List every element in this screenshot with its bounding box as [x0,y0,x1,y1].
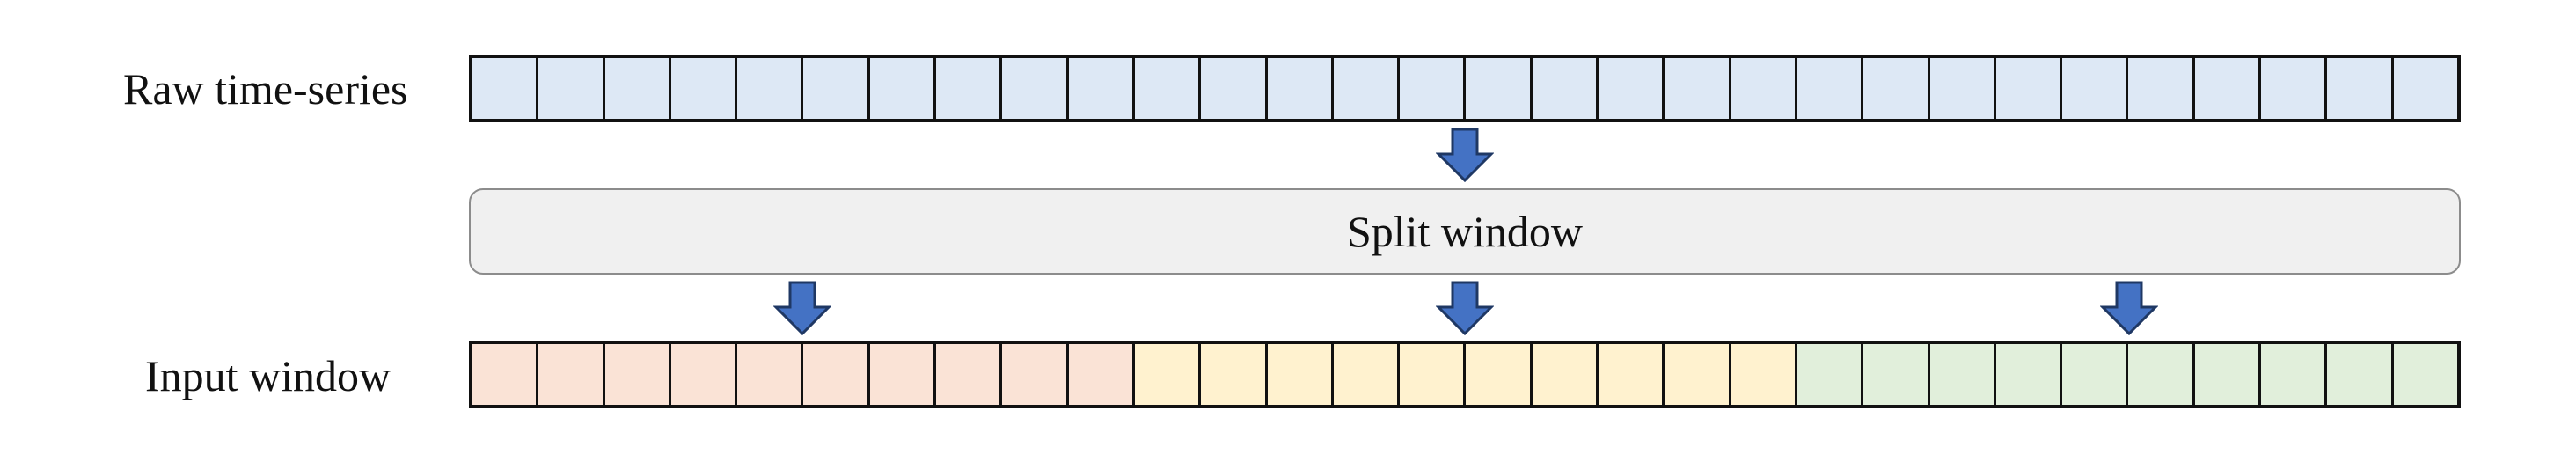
input-window-cell-segment-2 [1599,344,1665,405]
raw-series-cell [1532,58,1599,119]
raw-series-cell [538,58,605,119]
raw-time-series-strip [469,55,2461,122]
raw-series-cell [1267,58,1334,119]
raw-series-cell [670,58,738,119]
raw-series-cell [2261,58,2328,119]
input-window-label: Input window [145,351,392,400]
input-window-cell-segment-3 [2062,344,2129,405]
input-window-cell-segment-3 [1863,344,1930,405]
input-window-cell-segment-2 [1532,344,1599,405]
raw-series-cell [2194,58,2262,119]
raw-series-cell [803,58,870,119]
input-window-cell-segment-2 [1400,344,1467,405]
input-window-cell-segment-1 [538,344,605,405]
input-window-cell-segment-2 [1333,344,1401,405]
raw-series-cell [1466,58,1533,119]
raw-series-cell [1201,58,1268,119]
down-arrow-icon [773,281,831,335]
down-arrow-icon [1436,128,1494,182]
input-window-cell-segment-1 [670,344,738,405]
raw-series-cell [2327,58,2394,119]
input-window-cell-segment-2 [1731,344,1797,405]
down-arrow-icon [1436,281,1494,335]
input-window-cell-segment-2 [1466,344,1533,405]
raw-series-cell [2062,58,2129,119]
input-window-cell-segment-1 [936,344,1003,405]
raw-series-cell [2128,58,2195,119]
raw-series-cell [1731,58,1797,119]
raw-series-cell [1863,58,1930,119]
input-window-cell-segment-2 [1201,344,1268,405]
input-window-cell-segment-3 [2393,344,2457,405]
raw-series-cell [936,58,1003,119]
raw-series-cell [1134,58,1202,119]
raw-series-cell [1797,58,1864,119]
input-window-cell-segment-3 [1995,344,2063,405]
raw-series-cell [1333,58,1401,119]
raw-series-cell [1400,58,1467,119]
down-arrow-icon [2100,281,2158,335]
raw-series-cell [1665,58,1731,119]
input-window-cell-segment-3 [2327,344,2394,405]
input-window-cell-segment-3 [2261,344,2328,405]
raw-time-series-label: Raw time-series [123,64,408,114]
raw-series-cell [472,58,539,119]
raw-series-cell [1995,58,2063,119]
input-window-cell-segment-1 [604,344,671,405]
raw-series-cell [1068,58,1135,119]
raw-series-cell [604,58,671,119]
raw-series-cell [737,58,804,119]
input-window-cell-segment-2 [1267,344,1334,405]
input-window-strip [469,341,2461,408]
input-window-cell-segment-3 [1797,344,1864,405]
split-window-label: Split window [1346,207,1584,256]
input-window-cell-segment-2 [1134,344,1202,405]
input-window-cell-segment-1 [472,344,539,405]
input-window-cell-segment-1 [1068,344,1135,405]
raw-series-cell [1599,58,1665,119]
raw-series-cell [869,58,937,119]
input-window-cell-segment-3 [1929,344,1996,405]
input-window-cell-segment-1 [803,344,870,405]
split-window-box: Split window [469,188,2461,275]
raw-series-cell [1002,58,1069,119]
input-window-cell-segment-2 [1665,344,1731,405]
input-window-cell-segment-3 [2194,344,2262,405]
input-window-cell-segment-1 [1002,344,1069,405]
input-window-cell-segment-3 [2128,344,2195,405]
input-window-cell-segment-1 [869,344,937,405]
raw-series-cell [1929,58,1996,119]
raw-series-cell [2393,58,2457,119]
input-window-cell-segment-1 [737,344,804,405]
